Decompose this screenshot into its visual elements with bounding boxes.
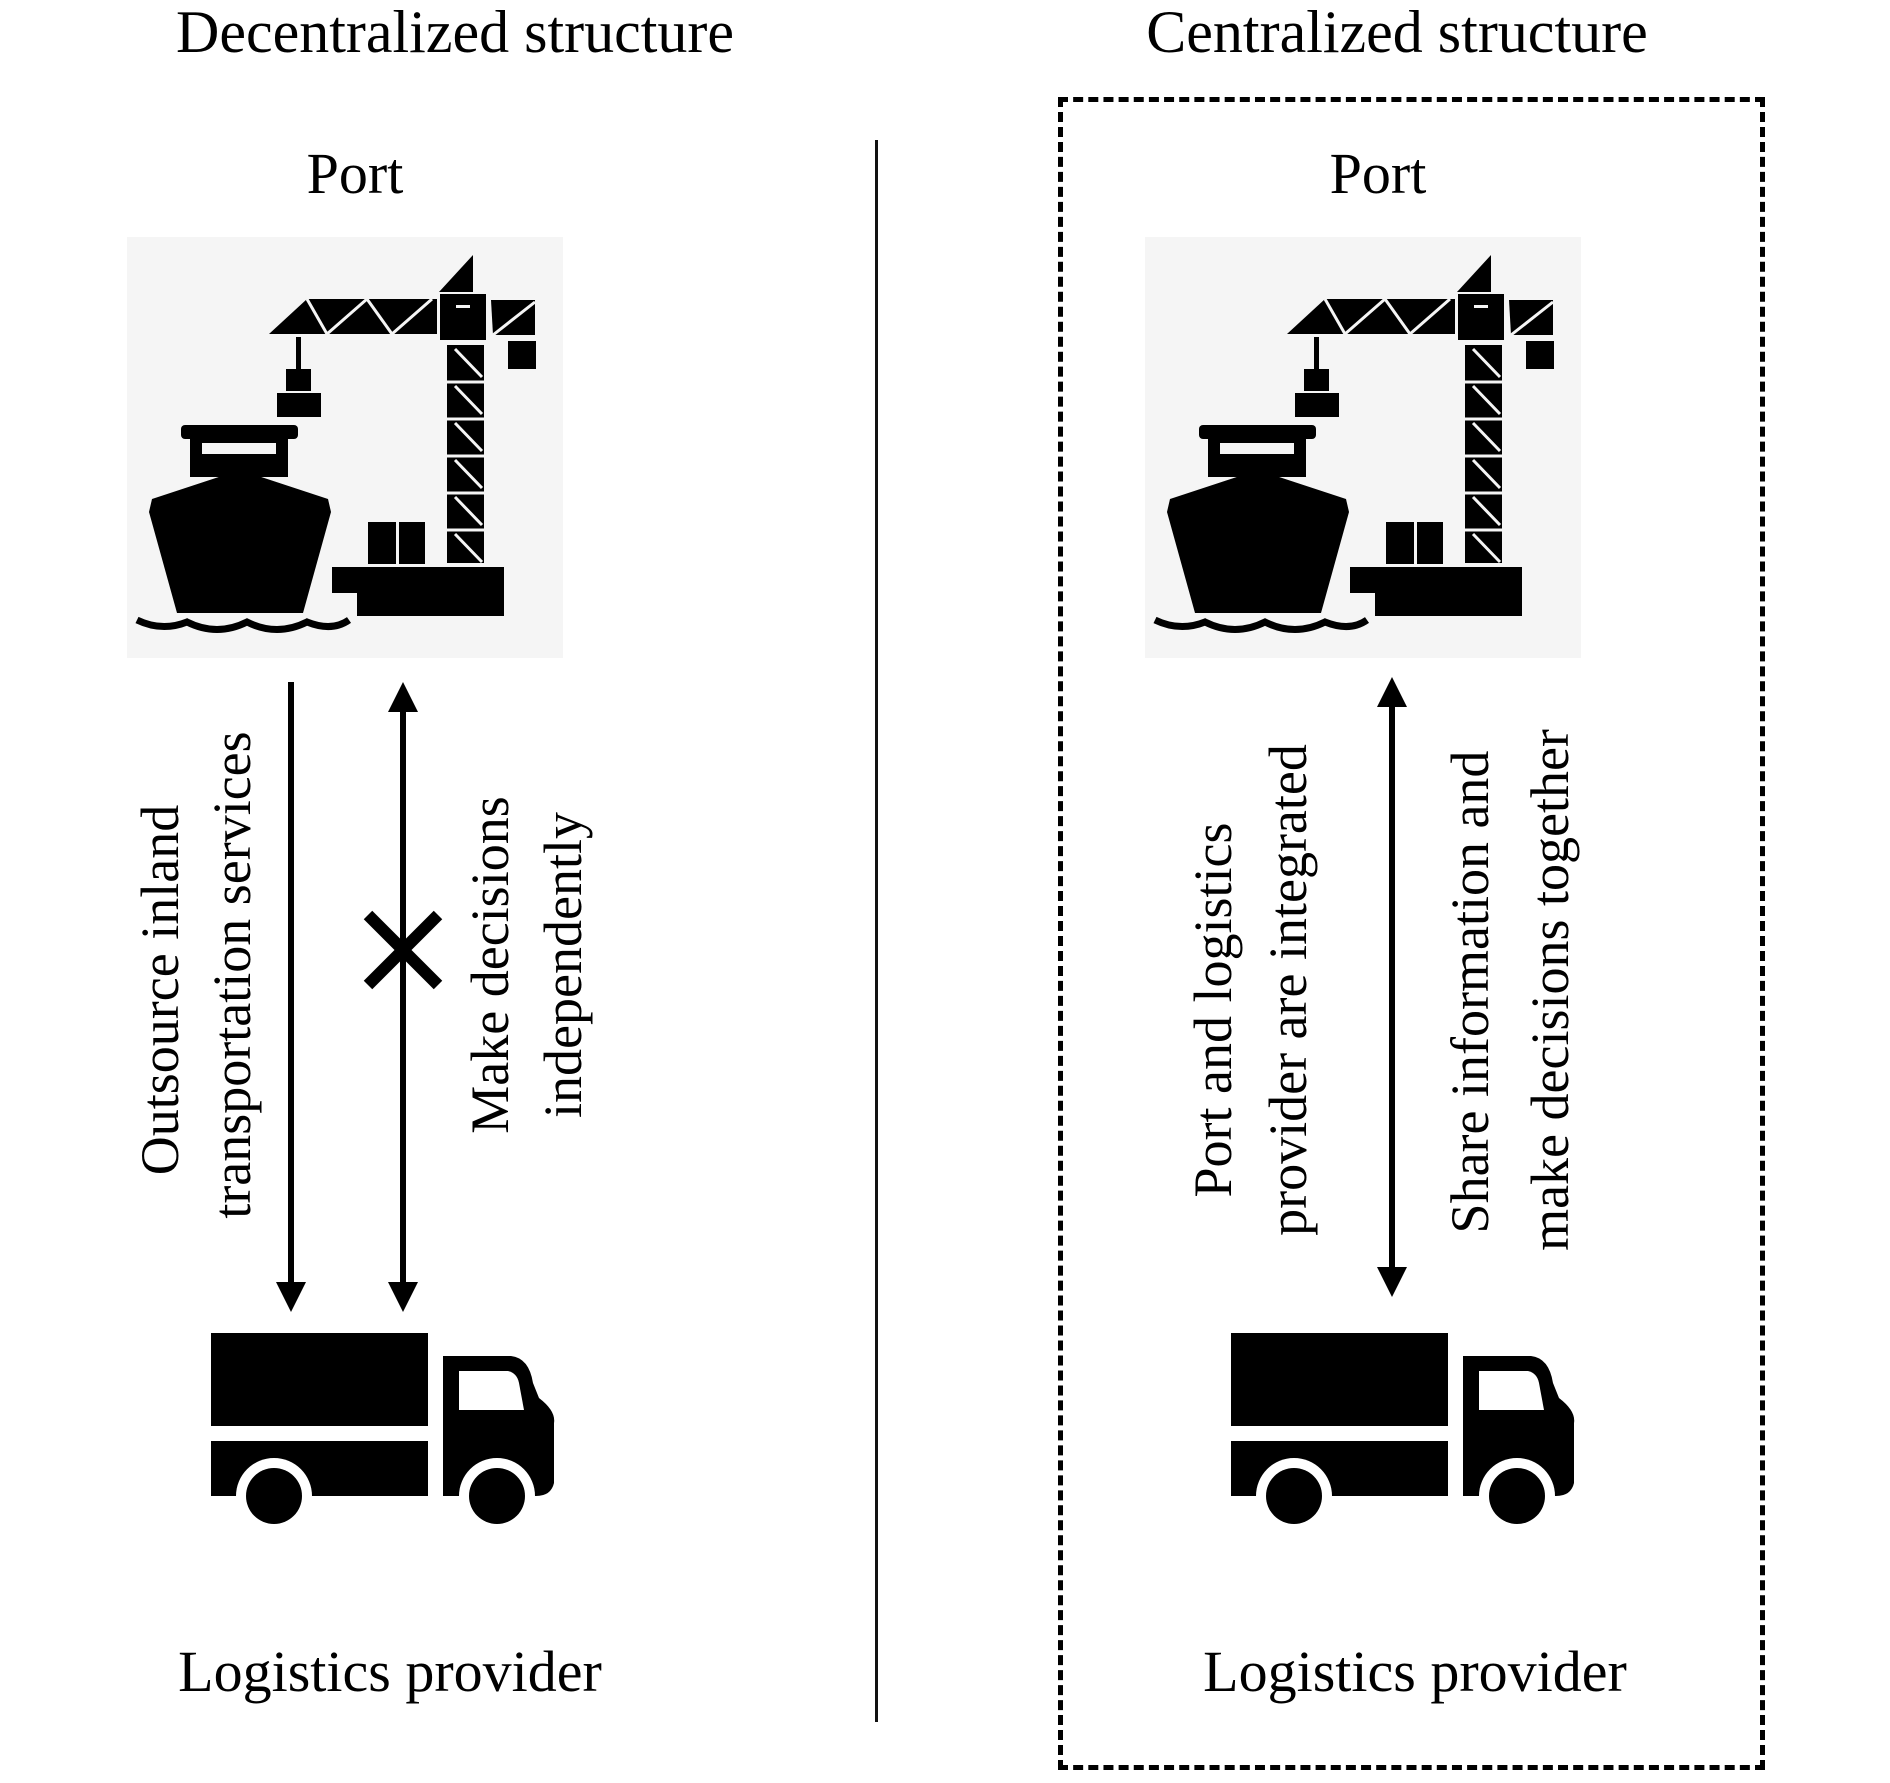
cross-icon <box>363 910 443 990</box>
independent-text-line-1: Make decisions <box>460 796 520 1134</box>
centralized-port-label: Port <box>1329 141 1427 206</box>
arrow-down-icon <box>276 682 306 1312</box>
outsource-text-line-1: Outsource inland <box>130 804 190 1176</box>
outsource-text-line-2: transportation services <box>202 731 262 1219</box>
independent-text-line-2: independently <box>533 812 593 1118</box>
decentralized-title: Decentralized structure <box>175 0 735 65</box>
truck-icon <box>1231 1333 1576 1533</box>
share-info-text-line-1: Share information and <box>1440 750 1500 1234</box>
decentralized-port-label: Port <box>306 141 404 206</box>
truck-icon <box>211 1333 556 1533</box>
integrated-text-line-2: provider are integrated <box>1258 744 1318 1236</box>
integrated-text-line-1: Port and logistics <box>1183 822 1243 1198</box>
panel-divider <box>875 140 878 1722</box>
share-info-text-line-2: make decisions together <box>1520 729 1580 1251</box>
double-arrow-icon <box>1377 677 1407 1297</box>
decentralized-logistics-label: Logistics provider <box>178 1639 602 1704</box>
centralized-boundary-box <box>1058 97 1765 1770</box>
centralized-logistics-label: Logistics provider <box>1203 1639 1627 1704</box>
double-arrow-icon <box>388 682 418 1312</box>
port-crane-ship-icon <box>1145 237 1581 658</box>
centralized-title: Centralized structure <box>1146 0 1648 65</box>
port-crane-ship-icon <box>127 237 563 658</box>
